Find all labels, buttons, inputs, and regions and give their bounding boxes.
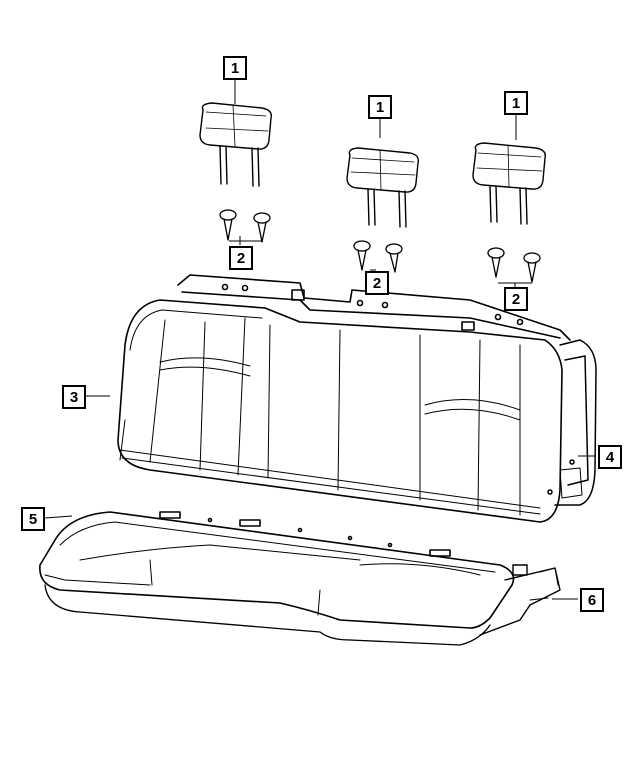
callout-guide-center: 2 [365,271,389,295]
headrest-left [199,102,272,187]
callout-headrest-center: 1 [368,95,392,119]
headrest-guides-right [487,247,541,283]
headrest-center [346,147,420,228]
headrest-right [472,142,546,225]
headrest-guides-left [219,209,271,243]
callout-guide-right: 2 [504,287,528,311]
callout-guide-left: 2 [229,246,253,270]
callout-headrest-left: 1 [223,56,247,80]
headrest-guides-center [353,240,403,273]
callout-seat-cushion: 5 [21,507,45,531]
callout-side-bolster: 4 [598,445,622,469]
callout-seat-back: 3 [62,385,86,409]
side-bolster [547,339,597,506]
cushion-bracket [479,564,561,636]
callout-headrest-right: 1 [504,91,528,115]
seat-back [117,274,571,523]
seat-cushion [39,511,515,646]
callout-cushion-bracket: 6 [580,588,604,612]
leader-lines [44,78,595,600]
